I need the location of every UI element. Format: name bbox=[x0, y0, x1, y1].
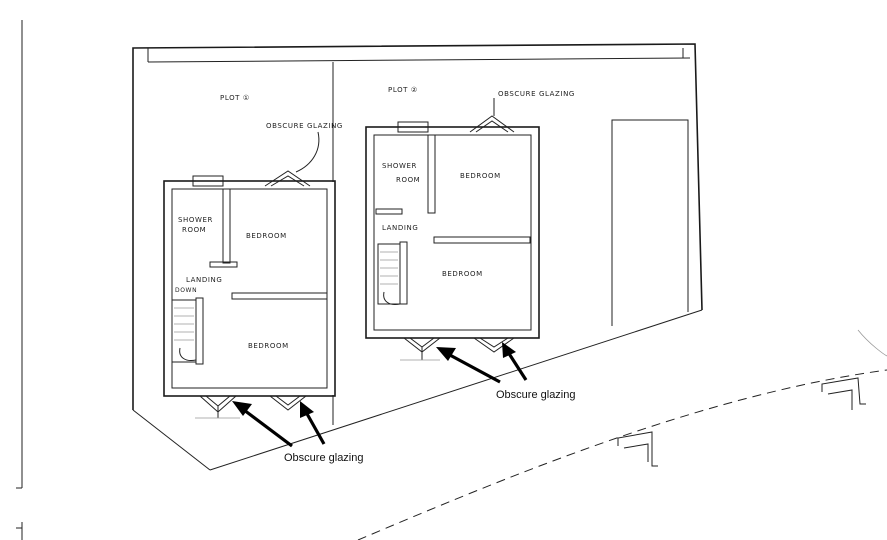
obscure-glazing-callout-left: Obscure glazing bbox=[284, 452, 364, 464]
plot-2: PLOT ② OBSCURE GLAZING SHOWER ROOM BEDRO… bbox=[365, 86, 575, 361]
plot-1: PLOT ① OBSCURE GLAZING SHO bbox=[163, 94, 343, 419]
plot-1-outer-wall bbox=[163, 180, 336, 397]
plot-1-bedroom-partition bbox=[231, 292, 328, 300]
plot-1-obscure-leader bbox=[295, 131, 320, 173]
plot-2-stairs bbox=[377, 241, 408, 305]
callout-arrow bbox=[304, 411, 326, 445]
callout-left: Obscure glazing bbox=[232, 401, 364, 464]
plot-1-shower-room-label-line2: ROOM bbox=[182, 226, 206, 234]
road-edge bbox=[357, 329, 887, 540]
obscure-glazing-callout-right: Obscure glazing bbox=[496, 389, 576, 401]
plot-2-bedroom-partition bbox=[433, 236, 531, 244]
plot-1-front-bay-windows bbox=[195, 395, 307, 419]
plot-2-shower-room-label-line2: ROOM bbox=[396, 176, 420, 184]
plot-1-bay-window bbox=[264, 170, 311, 187]
callout-arrow bbox=[506, 351, 528, 381]
neighbouring-building bbox=[611, 119, 689, 326]
arrowhead bbox=[300, 401, 314, 418]
callout-arrow bbox=[243, 408, 293, 448]
arrowhead bbox=[232, 401, 252, 416]
plot-2-front-bay-windows bbox=[400, 337, 515, 361]
plot-2-inner-wall bbox=[373, 134, 532, 331]
callout-right: Obscure glazing bbox=[436, 342, 576, 401]
plot-1-landing-label: LANDING bbox=[186, 276, 222, 284]
plot-2-shower-room-label-line1: SHOWER bbox=[382, 162, 417, 170]
plot-1-shower-wall bbox=[222, 188, 231, 264]
plot-1-rear-window bbox=[192, 175, 224, 187]
plot-1-shower-room-label-line1: SHOWER bbox=[178, 216, 213, 224]
plot-2-title: PLOT ② bbox=[388, 86, 418, 94]
plot-2-bedroom-top-label: BEDROOM bbox=[460, 172, 501, 180]
plot-1-bedroom-top-label: BEDROOM bbox=[246, 232, 287, 240]
plot-1-stairs bbox=[171, 297, 204, 365]
plot-1-title: PLOT ① bbox=[220, 94, 250, 102]
plot-2-outer-wall bbox=[365, 126, 540, 339]
site-boundary bbox=[132, 43, 703, 471]
plot-2-obscure-label: OBSCURE GLAZING bbox=[498, 90, 575, 98]
arrowhead bbox=[436, 347, 456, 361]
plot-1-obscure-label: OBSCURE GLAZING bbox=[266, 122, 343, 130]
arrowhead bbox=[502, 342, 516, 358]
plot-2-bay-window bbox=[469, 115, 515, 133]
callout-arrow bbox=[447, 352, 501, 384]
plot-1-bedroom-bottom-label: BEDROOM bbox=[248, 342, 289, 350]
plot-2-landing-label: LANDING bbox=[382, 224, 418, 232]
plot-1-down-label: DOWN bbox=[175, 287, 197, 294]
plot-1-inner-wall bbox=[171, 188, 328, 389]
plot-2-shower-wall bbox=[427, 134, 436, 214]
plot-2-rear-window bbox=[397, 121, 429, 133]
plot-2-bedroom-bottom-label: BEDROOM bbox=[442, 270, 483, 278]
